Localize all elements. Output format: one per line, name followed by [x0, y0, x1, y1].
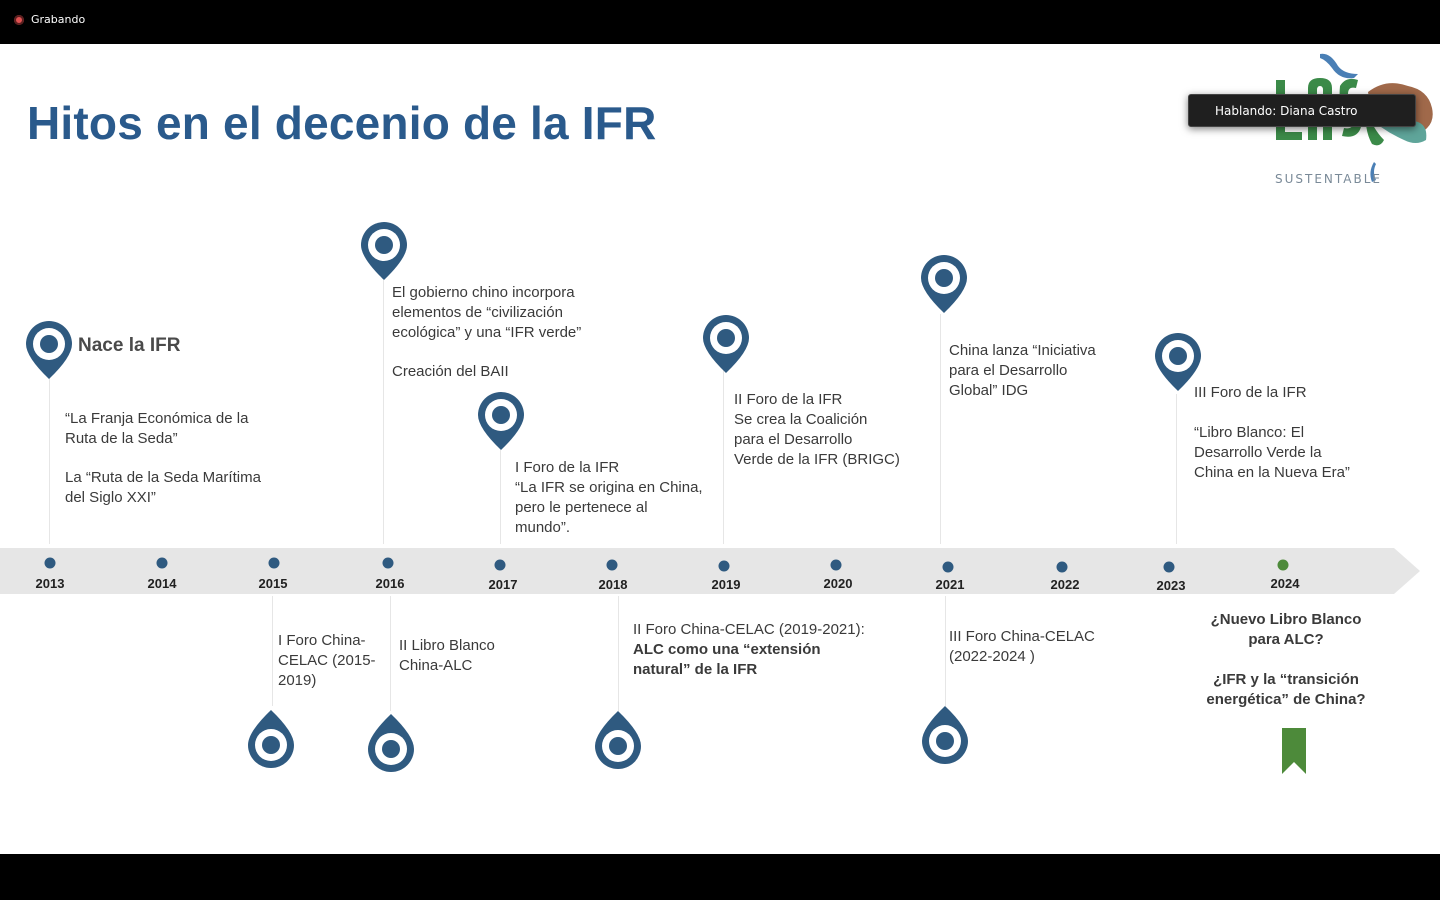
- map-pin-icon: [26, 321, 72, 379]
- map-pin-icon: [361, 222, 407, 280]
- active-speaker-label: Hablando: Diana Castro: [1188, 94, 1416, 127]
- map-pin-inverted-icon: [922, 706, 968, 764]
- bottom-bar: [0, 854, 1440, 900]
- timeline-arrow: [0, 548, 1420, 594]
- year-label-2018: 2018: [598, 577, 628, 592]
- recording-label: Grabando: [31, 13, 86, 26]
- timeline-dot-2021: [942, 561, 954, 573]
- guide-line: [500, 450, 501, 544]
- guide-line: [618, 596, 619, 711]
- map-pin-icon: [703, 315, 749, 373]
- year-label-2017: 2017: [488, 577, 518, 592]
- year-label-2019: 2019: [711, 577, 741, 592]
- milestone-2023: III Foro de la IFR “Libro Blanco: El Des…: [1194, 384, 1350, 481]
- milestone-heading-2013: Nace la IFR: [78, 335, 181, 356]
- milestone-2016: El gobierno chino incorpora elementos de…: [392, 284, 582, 380]
- milestone-2017: I Foro de la IFR “La IFR se origina en C…: [515, 459, 703, 536]
- milestone-below-2016: II Libro Blanco China-ALC: [399, 637, 495, 674]
- timeline-dot-2020: [830, 559, 842, 571]
- timeline-dot-2014: [156, 557, 168, 569]
- year-label-2023: 2023: [1156, 578, 1186, 593]
- milestone-below-2024: ¿Nuevo Libro Blanco para ALC? ¿IFR y la …: [1206, 611, 1366, 708]
- year-label-2021: 2021: [935, 577, 965, 592]
- milestone-below-2018: II Foro China-CELAC (2019-2021): ALC com…: [633, 621, 865, 678]
- presentation-slide: Hitos en el decenio de la IFR SUSTENTABL…: [0, 44, 1440, 854]
- guide-line: [945, 596, 946, 706]
- year-label-2024: 2024: [1270, 576, 1300, 591]
- guide-line: [272, 596, 273, 706]
- map-pin-inverted-icon: [595, 711, 641, 769]
- logo-subtitle: SUSTENTABLE: [1275, 172, 1383, 186]
- milestone-2021: China lanza “Iniciativa para el Desarrol…: [949, 342, 1096, 399]
- guide-line: [940, 314, 941, 544]
- map-pin-inverted-icon: [368, 714, 414, 772]
- guide-line: [1176, 394, 1177, 544]
- bookmark-icon: [1282, 728, 1306, 774]
- milestone-2013: “La Franja Económica de la Ruta de la Se…: [65, 410, 261, 506]
- year-label-2020: 2020: [823, 576, 853, 591]
- timeline-dot-2022: [1056, 561, 1068, 573]
- recording-bar: Grabando: [0, 0, 1440, 44]
- milestone-2019: II Foro de la IFR Se crea la Coalición p…: [734, 391, 900, 468]
- year-label-2022: 2022: [1050, 577, 1080, 592]
- timeline-dot-2015: [268, 557, 280, 569]
- guide-line: [723, 370, 724, 544]
- timeline-dot-2023: [1163, 561, 1175, 573]
- map-pin-inverted-icon: [248, 710, 294, 768]
- year-label-2013: 2013: [35, 576, 65, 591]
- year-label-2014: 2014: [147, 576, 177, 591]
- map-pin-icon: [478, 392, 524, 450]
- recording-indicator[interactable]: Grabando: [14, 13, 85, 26]
- guide-line: [390, 596, 391, 711]
- milestone-below-2021: III Foro China-CELAC (2022-2024 ): [949, 628, 1095, 665]
- timeline-dot-2017: [494, 559, 506, 571]
- record-icon: [14, 14, 24, 25]
- map-pin-icon: [921, 255, 967, 313]
- timeline-dot-2019: [718, 560, 730, 572]
- timeline-dot-2016: [382, 557, 394, 569]
- year-label-2016: 2016: [375, 576, 405, 591]
- slide-title: Hitos en el decenio de la IFR: [27, 97, 657, 149]
- timeline-dot-2018: [606, 559, 618, 571]
- timeline-dot-2013: [44, 557, 56, 569]
- guide-line: [383, 280, 384, 544]
- map-pin-icon: [1155, 333, 1201, 391]
- year-label-2015: 2015: [258, 576, 288, 591]
- milestone-below-2015: I Foro China- CELAC (2015- 2019): [278, 632, 376, 689]
- timeline-dot-2024: [1277, 559, 1289, 571]
- guide-line: [49, 374, 50, 544]
